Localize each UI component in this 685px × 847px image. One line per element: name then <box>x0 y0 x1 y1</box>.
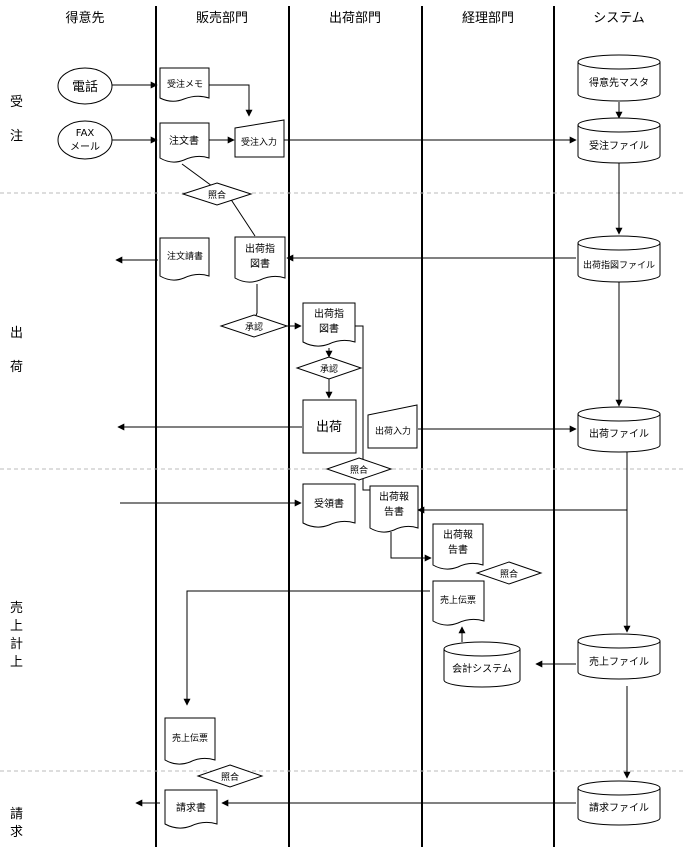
ship-instruction-file-label: 出荷指図ファイル <box>583 259 655 271</box>
ship-file-label: 出荷ファイル <box>589 427 649 440</box>
purchase-order-label: 注文書 <box>169 134 199 147</box>
document-order-memo <box>159 67 210 102</box>
database-ship-instruction-file <box>577 243 661 283</box>
lane-title-customer: 得意先 <box>65 10 104 26</box>
document-ship-instruction-shipping <box>302 302 356 347</box>
billing-file-label: 請求ファイル <box>589 801 649 814</box>
phase-label-sales: 上 <box>10 619 23 634</box>
connector <box>417 452 628 514</box>
document-invoice <box>164 789 218 829</box>
lane-title-shipping: 出荷部門 <box>329 11 381 26</box>
decision-approve-2 <box>295 356 363 380</box>
database-billing-file <box>577 788 661 826</box>
database-ship-instruction-file-top <box>577 235 661 251</box>
sales-slip-sales-label: 売上伝票 <box>172 732 208 744</box>
approve-2-label: 承認 <box>320 363 338 375</box>
connector <box>355 325 370 491</box>
database-order-file <box>577 125 661 164</box>
database-accounting-system-top <box>443 641 521 657</box>
invoice-label: 請求書 <box>176 801 206 814</box>
customer-master-label: 得意先マスタ <box>589 76 649 89</box>
ship-instruction-shipping-line1: 出荷指 <box>314 307 344 320</box>
phone-label: 電話 <box>72 79 98 95</box>
approve-1-label: 承認 <box>245 321 263 333</box>
shipping-label: 出荷 <box>316 420 342 435</box>
manual-input-ship-entry <box>367 404 418 449</box>
database-customer-master-top <box>577 54 661 70</box>
document-order-ack <box>159 237 210 281</box>
ship-report-shipping-line1: 出荷報 <box>379 490 409 503</box>
accounting-system-label: 会計システム <box>452 662 512 675</box>
check-3-label: 照合 <box>500 568 518 580</box>
terminal-fax-mail <box>57 120 113 160</box>
connector <box>183 590 430 706</box>
ship-instruction-sales-line2: 図書 <box>250 257 270 270</box>
document-receipt <box>302 483 356 528</box>
connector <box>209 84 253 117</box>
terminal-phone <box>57 67 113 105</box>
database-sales-file <box>577 641 661 680</box>
connector <box>181 163 213 187</box>
phase-label-order: 受 <box>10 95 23 110</box>
phase-label-sales: 上 <box>10 655 23 670</box>
ship-report-accounting-line1: 出荷報 <box>443 528 473 541</box>
sales-slip-accounting-label: 売上伝票 <box>440 594 476 606</box>
document-ship-instruction-sales <box>234 236 286 283</box>
document-sales-slip-accounting <box>432 580 485 626</box>
database-billing-file-top <box>577 780 661 796</box>
phase-label-sales: 売 <box>10 600 23 616</box>
decision-check-4 <box>196 764 264 788</box>
lane-title-accounting: 経理部門 <box>462 11 514 26</box>
phase-label-billing: 求 <box>10 825 23 840</box>
document-purchase-order <box>159 122 210 163</box>
decision-check-3 <box>475 561 543 585</box>
receipt-label: 受領書 <box>314 497 344 510</box>
phase-label-order: 注 <box>10 129 23 144</box>
database-sales-file-top <box>577 633 661 649</box>
sales-file-label: 売上ファイル <box>589 655 649 668</box>
decision-check-1 <box>181 182 253 206</box>
ship-instruction-shipping-line2: 図書 <box>319 322 339 335</box>
order-memo-label: 受注メモ <box>167 78 203 90</box>
connector <box>390 532 432 562</box>
ship-report-accounting-line2: 告書 <box>448 543 468 556</box>
phase-label-sales: 計 <box>10 636 23 652</box>
process-shipping <box>302 399 357 454</box>
connector <box>229 197 256 237</box>
connector <box>253 284 258 321</box>
ship-report-shipping-line2: 告書 <box>384 505 404 518</box>
phase-label-ship: 出 <box>10 326 23 341</box>
check-1-label: 照合 <box>208 189 226 201</box>
fax-label: FAX <box>76 128 95 139</box>
decision-approve-1 <box>219 314 289 338</box>
order-file-label: 受注ファイル <box>589 139 649 152</box>
database-order-file-top <box>577 117 661 133</box>
document-ship-report-shipping <box>369 485 419 533</box>
decision-check-2 <box>325 457 393 481</box>
order-entry-label: 受注入力 <box>241 136 277 148</box>
mail-label: メール <box>70 142 100 153</box>
ship-instruction-sales-line1: 出荷指 <box>245 242 275 255</box>
check-4-label: 照合 <box>221 771 239 783</box>
document-ship-report-accounting <box>432 523 484 570</box>
database-ship-file <box>577 414 661 453</box>
phase-label-billing: 請 <box>10 807 23 822</box>
manual-input-order-entry <box>234 119 285 158</box>
lane-title-system: システム <box>593 11 645 26</box>
document-sales-slip-sales <box>164 717 216 765</box>
phase-label-ship: 荷 <box>10 360 23 375</box>
ship-entry-label: 出荷入力 <box>375 425 411 437</box>
database-customer-master <box>577 62 661 102</box>
check-2-label: 照合 <box>350 464 368 476</box>
database-accounting-system <box>443 649 521 688</box>
order-ack-label: 注文請書 <box>167 250 203 262</box>
lane-title-sales: 販売部門 <box>196 10 248 26</box>
database-ship-file-top <box>577 406 661 422</box>
